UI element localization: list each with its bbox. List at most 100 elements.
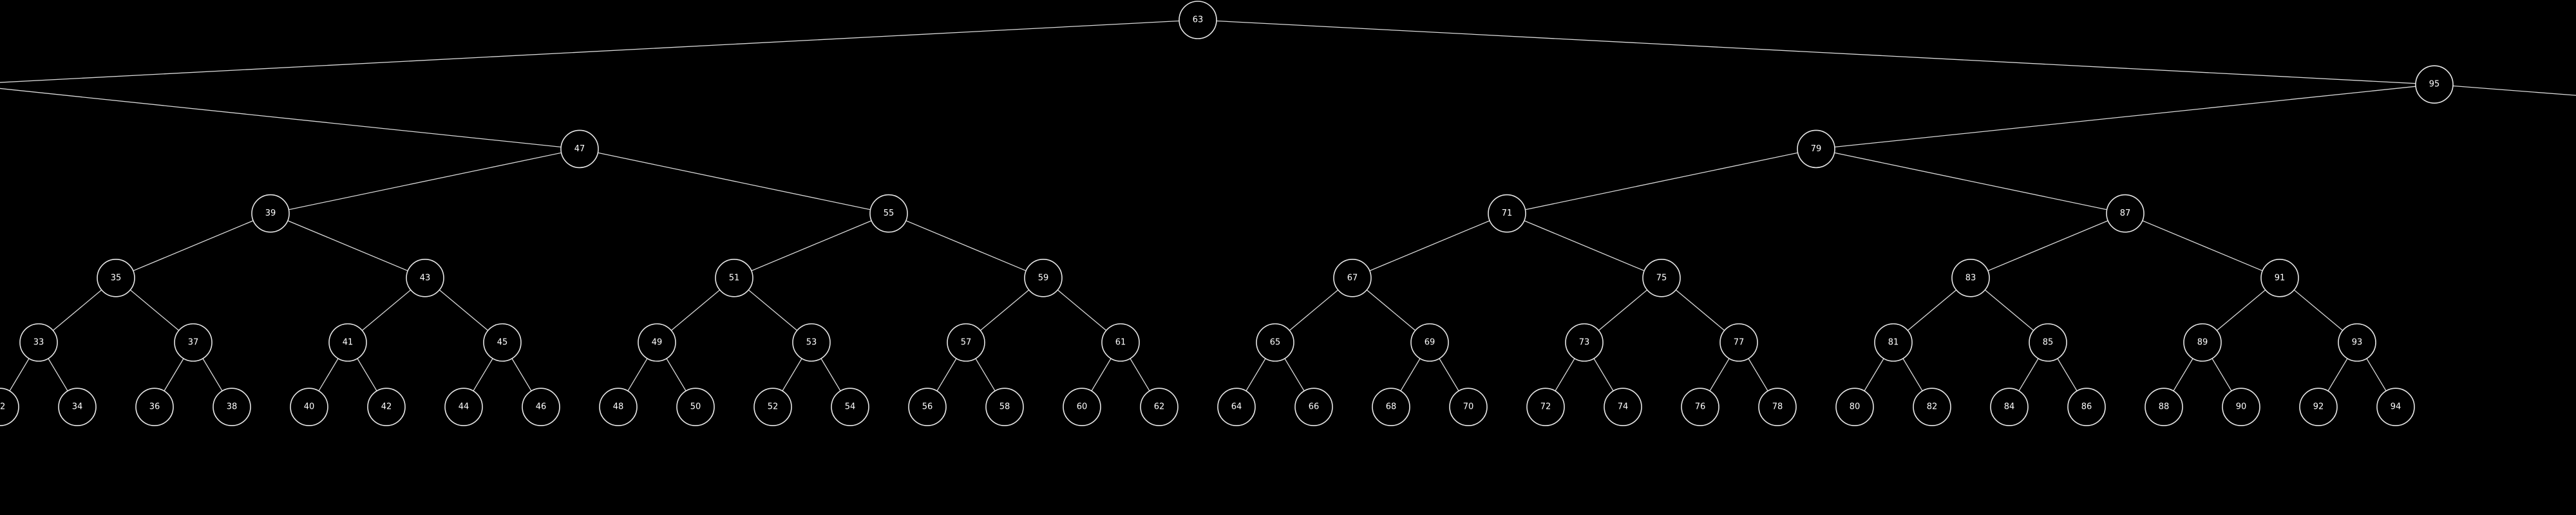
node-circle	[599, 388, 638, 427]
tree-node-66: 66	[1294, 388, 1333, 427]
tree-node-61: 61	[1101, 323, 1140, 362]
tree-node-55: 55	[869, 194, 908, 233]
node-label: 84	[2004, 402, 2015, 412]
node-circle	[2376, 388, 2415, 427]
edge-47-39	[270, 148, 580, 214]
node-label: 75	[1656, 273, 1667, 283]
tree-node-58: 58	[985, 388, 1024, 427]
edge-95-111	[2434, 84, 2576, 96]
edge-63-95	[1197, 19, 2435, 85]
node-label: 49	[652, 338, 663, 348]
tree-node-57: 57	[947, 323, 985, 362]
node-circle	[1526, 388, 1565, 427]
node-label: 83	[1965, 273, 1976, 283]
edge-71-75	[1506, 213, 1662, 279]
node-circle	[2145, 388, 2183, 427]
tree-node-54: 54	[831, 388, 869, 427]
tree-node-80: 80	[1835, 388, 1874, 427]
node-label: 52	[768, 402, 779, 412]
node-label: 95	[2429, 80, 2440, 89]
node-label: 68	[1386, 402, 1397, 412]
node-circle	[1604, 388, 1642, 427]
tree-node-84: 84	[1990, 388, 2029, 427]
node-circle	[1874, 323, 1913, 362]
tree-node-65: 65	[1256, 323, 1294, 362]
node-circle	[290, 388, 328, 427]
node-circle	[58, 388, 97, 427]
node-circle	[367, 388, 406, 427]
node-label: 45	[497, 338, 508, 348]
node-label: 65	[1270, 338, 1281, 348]
node-circle	[908, 388, 947, 427]
node-label: 34	[72, 402, 83, 412]
tree-node-92: 92	[2299, 388, 2338, 427]
node-label: 57	[961, 338, 972, 348]
tree-node-89: 89	[2183, 323, 2222, 362]
tree-node-67: 67	[1333, 258, 1372, 297]
node-circle	[985, 388, 1024, 427]
tree-node-75: 75	[1642, 258, 1681, 297]
edge-87-83	[1970, 213, 2126, 279]
node-label: 55	[884, 209, 895, 218]
node-label: 64	[1231, 402, 1242, 412]
node-circle	[522, 388, 560, 427]
tree-node-39: 39	[251, 194, 290, 233]
node-label: 41	[343, 338, 354, 348]
node-label: 47	[574, 144, 585, 154]
node-label: 43	[420, 273, 431, 283]
node-circle	[1797, 129, 1835, 169]
node-label: 69	[1425, 338, 1435, 348]
node-label: 56	[922, 402, 933, 412]
tree-node-33: 33	[19, 323, 58, 362]
edge-55-51	[734, 213, 889, 279]
node-label: 62	[1154, 402, 1165, 412]
edge-71-67	[1352, 213, 1508, 279]
node-label: 87	[2120, 209, 2131, 218]
tree-node-77: 77	[1719, 323, 1758, 362]
node-label: 74	[1618, 402, 1629, 412]
tree-node-93: 93	[2338, 323, 2376, 362]
node-circle	[947, 323, 985, 362]
edge-39-43	[270, 213, 426, 279]
tree-node-81: 81	[1874, 323, 1913, 362]
node-circle	[2260, 258, 2299, 297]
tree-node-47: 47	[560, 129, 599, 169]
node-circle	[2067, 388, 2106, 427]
node-circle	[1565, 323, 1604, 362]
tree-node-76: 76	[1681, 388, 1719, 427]
edge-87-91	[2125, 213, 2280, 279]
tree-node-56: 56	[908, 388, 947, 427]
node-circle	[328, 323, 367, 362]
tree-node-35: 35	[97, 258, 135, 297]
tree-node-71: 71	[1488, 194, 1526, 233]
node-circle	[1913, 388, 1951, 427]
node-label: 66	[1309, 402, 1320, 412]
tree-node-86: 86	[2067, 388, 2106, 427]
node-circle	[2415, 65, 2454, 104]
node-label: 38	[227, 402, 238, 412]
tree-node-45: 45	[483, 323, 522, 362]
edge-79-87	[1815, 148, 2126, 214]
node-label: 58	[999, 402, 1010, 412]
node-label: 46	[536, 402, 547, 412]
edge-39-35	[115, 213, 271, 279]
node-circle	[638, 323, 676, 362]
node-label: 93	[2352, 338, 2363, 348]
tree-node-34: 34	[58, 388, 97, 427]
node-circle	[1063, 388, 1101, 427]
node-label: 35	[111, 273, 122, 283]
node-circle	[1642, 258, 1681, 297]
node-label: 36	[149, 402, 160, 412]
node-circle	[97, 258, 135, 297]
node-label: 85	[2043, 338, 2054, 348]
node-circle	[715, 258, 753, 297]
node-label: 48	[613, 402, 624, 412]
node-label: 54	[845, 402, 856, 412]
tree-node-52: 52	[753, 388, 792, 427]
tree-node-53: 53	[792, 323, 831, 362]
tree-node-85: 85	[2029, 323, 2067, 362]
node-circle	[869, 194, 908, 233]
node-circle	[406, 258, 444, 297]
